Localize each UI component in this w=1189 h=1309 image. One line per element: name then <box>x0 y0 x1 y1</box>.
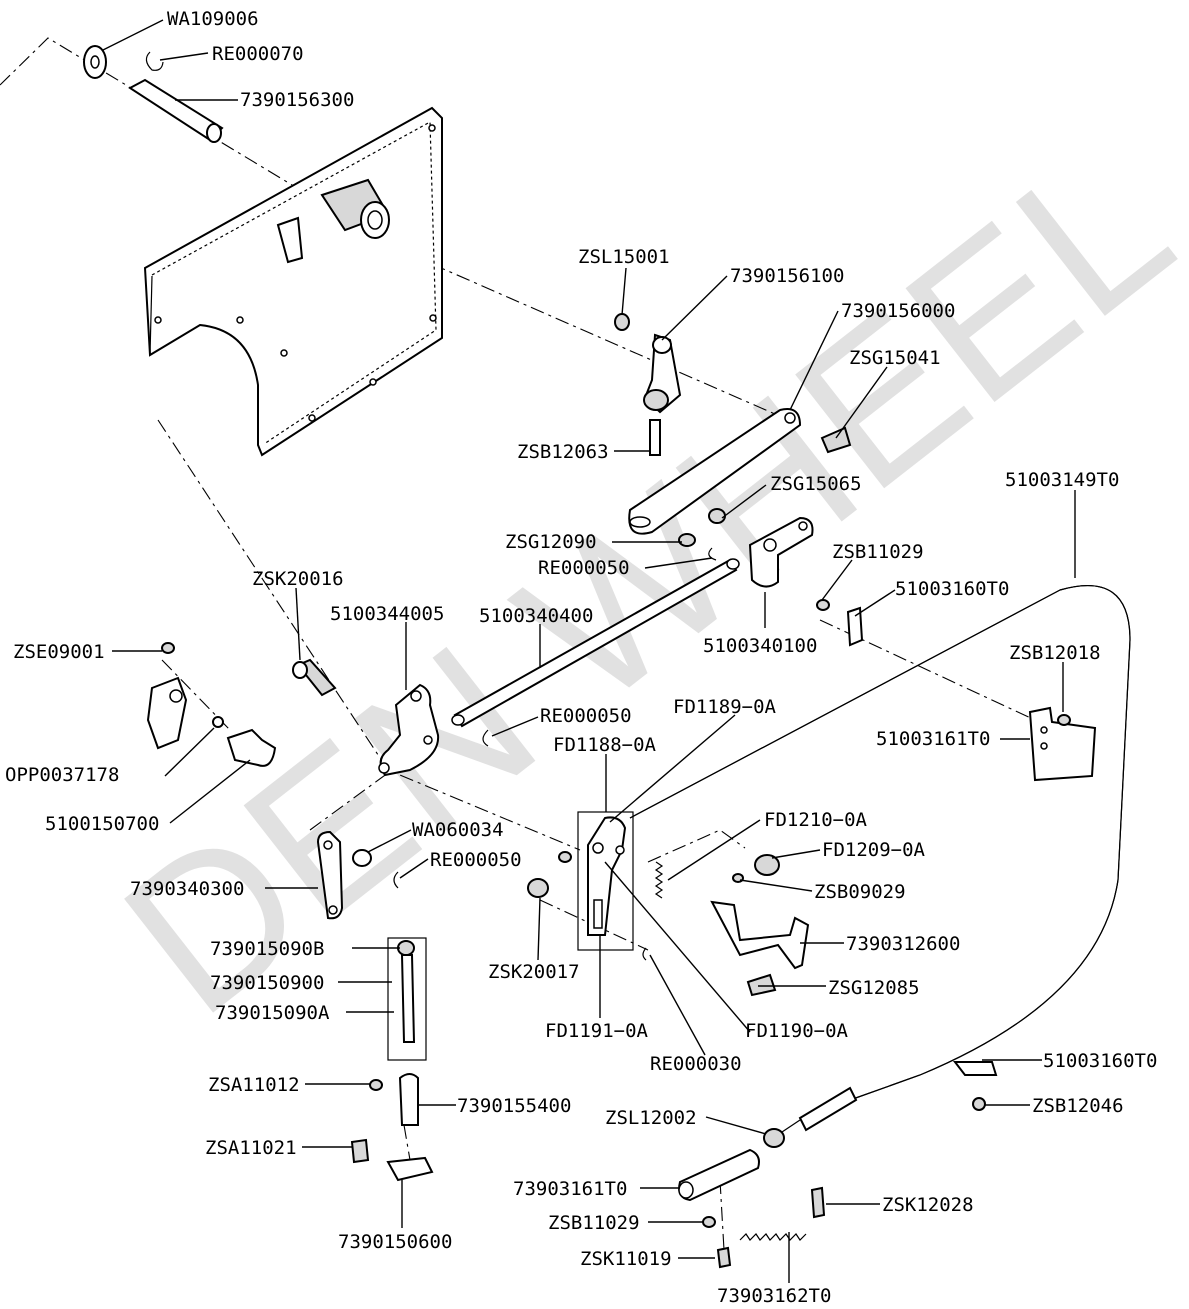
lever <box>292 658 440 777</box>
label-51003149t0: 51003149T0 <box>1005 469 1119 491</box>
label-7390156000: 7390156000 <box>841 300 955 322</box>
knob-group <box>146 642 277 767</box>
label-re000050-a: RE000050 <box>538 557 630 579</box>
link-7390340300 <box>316 830 399 920</box>
label-zsg12090: ZSG12090 <box>505 531 597 553</box>
label-re000050-c: RE000050 <box>430 849 522 871</box>
mounting-plate <box>143 106 443 457</box>
label-zsk20017: ZSK20017 <box>488 961 580 983</box>
label-51003160t0-a: 51003160T0 <box>895 578 1009 600</box>
label-zsa11021: ZSA11021 <box>205 1137 297 1159</box>
label-zsa11012: ZSA11012 <box>208 1074 300 1096</box>
label-73903161t0: 73903161T0 <box>513 1178 627 1200</box>
leader-lines <box>102 19 1076 1283</box>
label-zse09001: ZSE09001 <box>13 641 105 663</box>
label-fd1209: FD1209−0A <box>822 839 926 861</box>
top-shaft-group <box>83 45 224 143</box>
cable-clamps <box>816 599 1097 1111</box>
label-re000030: RE000030 <box>650 1053 742 1075</box>
label-zsg15041: ZSG15041 <box>849 347 941 369</box>
label-zsb12063: ZSB12063 <box>517 441 609 463</box>
label-zsb11029-a: ZSB11029 <box>832 541 924 563</box>
label-739015090b: 739015090B <box>210 938 324 960</box>
label-zsg12085: ZSG12085 <box>828 977 920 999</box>
label-fd1189: FD1189−0A <box>673 696 777 718</box>
label-zsl12002: ZSL12002 <box>605 1107 697 1129</box>
label-fd1210: FD1210−0A <box>764 809 868 831</box>
label-fd1188: FD1188−0A <box>553 734 657 756</box>
label-5100150700: 5100150700 <box>45 813 159 835</box>
label-zsg15065: ZSG15065 <box>770 473 862 495</box>
label-51003160t0-b: 51003160T0 <box>1043 1050 1157 1072</box>
pin-group <box>350 937 434 1182</box>
label-zsb09029: ZSB09029 <box>814 881 906 903</box>
label-7390155400: 7390155400 <box>457 1095 571 1117</box>
label-7390150600: 7390150600 <box>338 1231 452 1253</box>
label-5100340400: 5100340400 <box>479 605 593 627</box>
label-5100340100: 5100340100 <box>703 635 817 657</box>
label-re000070: RE000070 <box>212 43 304 65</box>
label-zsl15001: ZSL15001 <box>578 246 670 268</box>
label-7390312600: 7390312600 <box>846 933 960 955</box>
bracket <box>678 508 814 588</box>
fd-assembly <box>527 811 647 961</box>
label-zsk20016: ZSK20016 <box>252 568 344 590</box>
label-zsk11019: ZSK11019 <box>580 1248 672 1270</box>
label-zsk12028: ZSK12028 <box>882 1194 974 1216</box>
link-bar <box>628 408 852 535</box>
label-fd1190: FD1190−0A <box>745 1020 849 1042</box>
label-7390156100: 7390156100 <box>730 265 844 287</box>
label-fd1191: FD1191−0A <box>545 1020 649 1042</box>
label-51003161t0-a: 51003161T0 <box>876 728 990 750</box>
label-opp0037178: OPP0037178 <box>5 764 119 786</box>
label-5100344005: 5100344005 <box>330 603 444 625</box>
cable <box>629 585 1131 1148</box>
label-7390150900: 7390150900 <box>210 972 324 994</box>
label-re000050-b: RE000050 <box>540 705 632 727</box>
label-zsb11029-b: ZSB11029 <box>548 1212 640 1234</box>
label-wa060034: WA060034 <box>412 819 504 841</box>
label-7390340300: 7390340300 <box>130 878 244 900</box>
label-7390156300: 7390156300 <box>240 89 354 111</box>
label-739015090a: 739015090A <box>215 1002 330 1024</box>
label-zsb12046: ZSB12046 <box>1032 1095 1124 1117</box>
part-labels: WA109006 RE000070 7390156300 ZSL15001 73… <box>5 8 1157 1307</box>
label-73903162t0: 73903162T0 <box>717 1285 831 1307</box>
rod <box>451 547 740 747</box>
label-zsb12018: ZSB12018 <box>1009 642 1101 664</box>
spring-cam <box>654 854 810 997</box>
bottom-spring-group <box>678 1148 826 1269</box>
label-wa109006: WA109006 <box>167 8 259 30</box>
